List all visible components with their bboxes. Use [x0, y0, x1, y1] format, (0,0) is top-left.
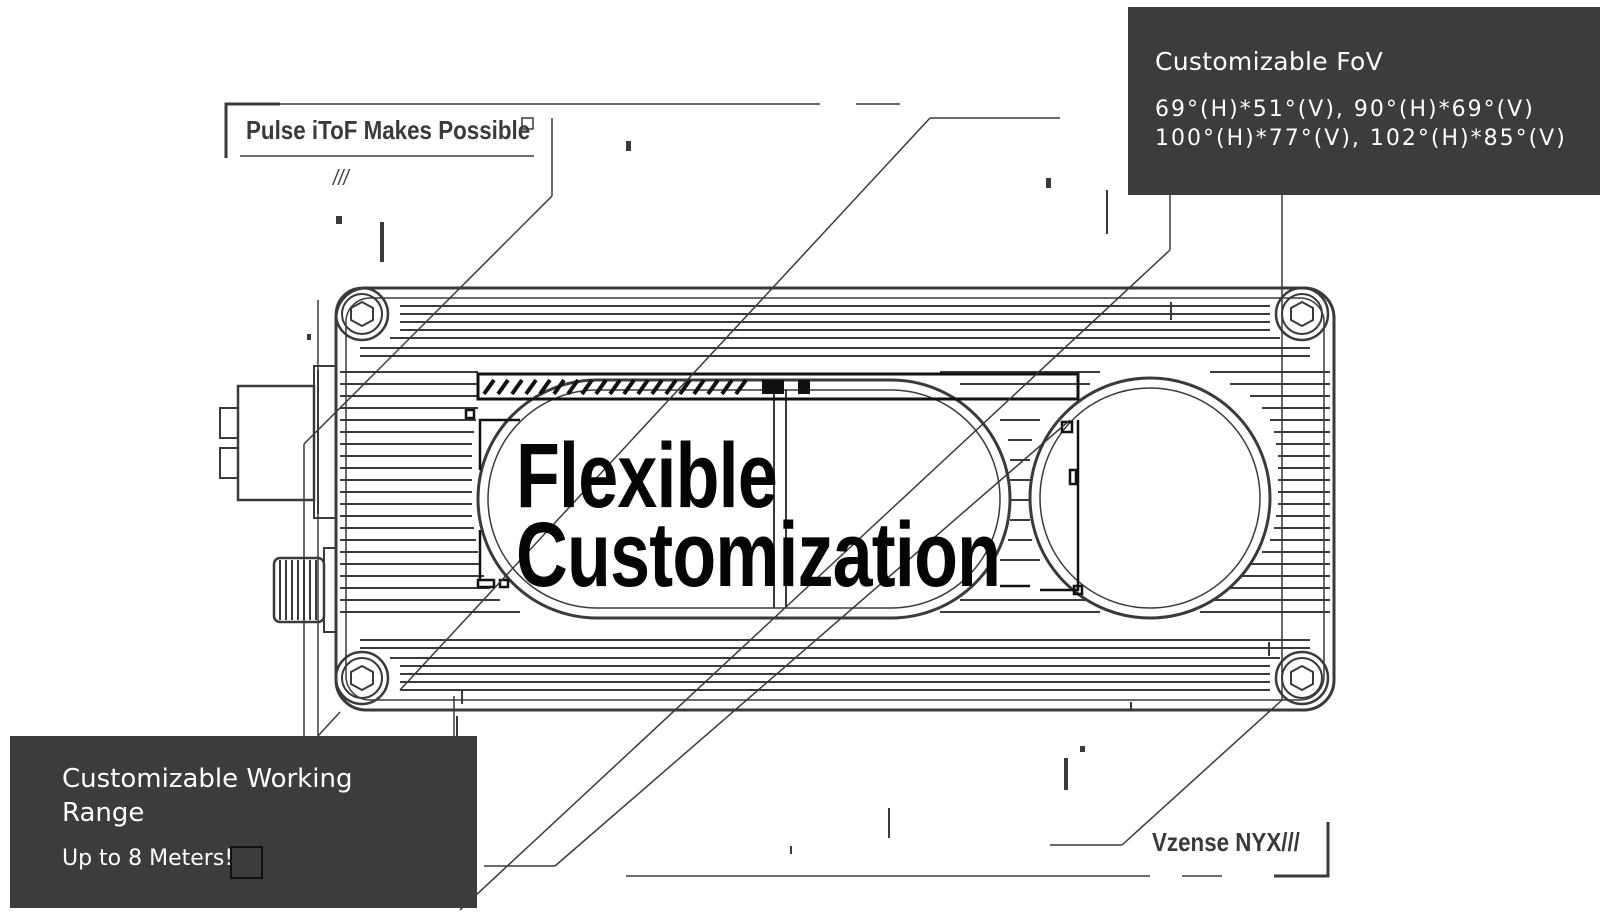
headline-line-2: Customization	[516, 504, 1001, 606]
pulse-slashes: ///	[333, 165, 349, 190]
side-plug	[272, 547, 337, 633]
top-fins	[360, 305, 1310, 357]
range-subtitle: Up to 8 Meters!	[62, 846, 234, 871]
screw-top-right	[1274, 286, 1330, 342]
hud-bar	[476, 372, 1080, 401]
vzense-nyx-label: Vzense NYX///	[1152, 827, 1300, 857]
range-callout-card: Customizable Working Range Up to 8 Meter…	[10, 736, 477, 908]
square-marker-pulse	[521, 117, 534, 130]
round-lens-window	[1028, 376, 1272, 620]
bottom-fins	[360, 639, 1310, 691]
corner-brackets	[224, 102, 1330, 878]
leader-lines	[238, 103, 1283, 911]
range-title: Customizable Working Range	[62, 764, 353, 828]
fov-callout-card: Customizable FoV 69°(H)*51°(V), 90°(H)*6…	[1128, 7, 1600, 195]
headline-line-1: Flexible	[516, 425, 778, 527]
screw-bottom-right	[1274, 650, 1330, 706]
range-square-marker	[230, 846, 263, 879]
screw-top-left	[334, 286, 390, 342]
fov-title: Customizable FoV	[1155, 47, 1383, 76]
left-fins	[340, 371, 520, 613]
right-fins	[1200, 371, 1330, 613]
pulse-itof-label: Pulse iToF Makes Possible	[246, 115, 531, 145]
fov-spec-line: 69°(H)*51°(V), 90°(H)*69°(V)	[1155, 97, 1535, 122]
screw-bottom-left	[334, 650, 390, 706]
fov-spec-line: 100°(H)*77°(V), 102°(H)*85°(V)	[1155, 126, 1567, 151]
hud-brackets	[464, 408, 1084, 596]
